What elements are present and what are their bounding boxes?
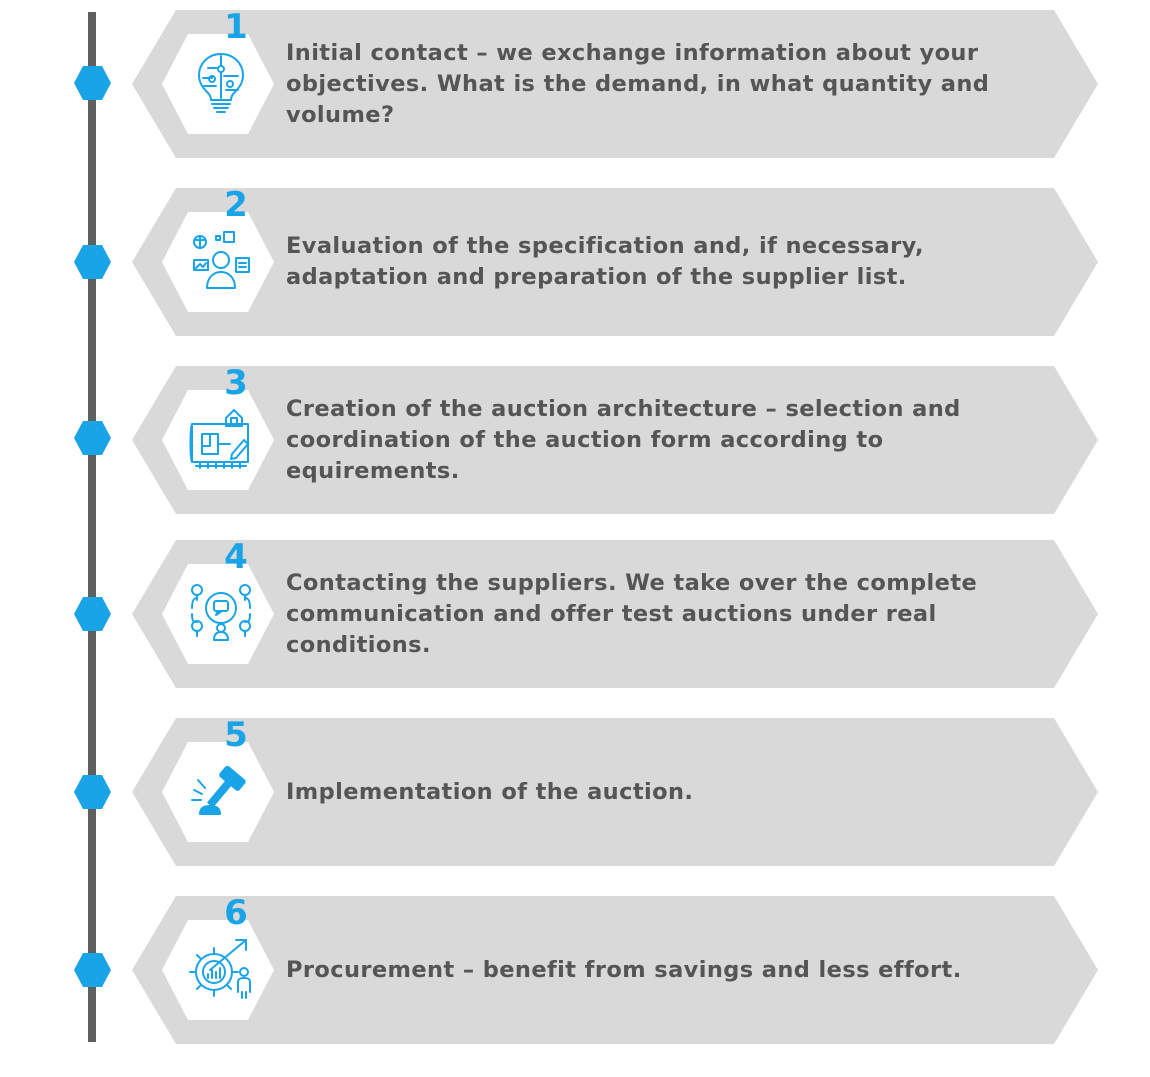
timeline-node-1 <box>74 66 111 100</box>
step-description: Evaluation of the specification and, if … <box>286 233 924 290</box>
gear-growth-icon <box>189 939 251 999</box>
step-number: 1 <box>224 7 248 47</box>
step-panel <box>132 10 1098 158</box>
step-number: 5 <box>224 715 248 755</box>
person-ideas-icon <box>193 231 250 289</box>
timeline-line <box>88 12 96 1042</box>
icon-hexagon <box>162 34 274 134</box>
timeline-node-4 <box>74 597 111 631</box>
timeline-node-6 <box>74 953 111 987</box>
step-panel <box>132 540 1098 688</box>
step-panel <box>132 366 1098 514</box>
step-1: 1 Initial contact – we exchange informat… <box>132 7 1098 158</box>
step-number: 2 <box>224 185 248 225</box>
step-number: 3 <box>224 363 248 403</box>
step-3: 3 Creation of the auction architecture –… <box>132 363 1098 514</box>
timeline-node-3 <box>74 421 111 455</box>
icon-hexagon <box>162 212 274 312</box>
step-description: Initial contact – we exchange informatio… <box>286 39 990 128</box>
step-2: 2 Evaluation of the specification and, i… <box>132 185 1098 336</box>
step-4: 4 Contacting the suppliers. We take over… <box>132 537 1098 688</box>
lightbulb-puzzle-icon <box>198 53 244 113</box>
step-panel <box>132 188 1098 336</box>
step-description: Procurement – benefit from savings and l… <box>286 956 962 983</box>
timeline-node-5 <box>74 775 111 809</box>
step-number: 6 <box>224 893 248 933</box>
blueprint-icon <box>189 409 249 469</box>
auction-gavel-icon <box>191 765 246 815</box>
step-5: 5 Implementation of the auction. <box>132 715 1098 866</box>
timeline-node-2 <box>74 245 111 279</box>
step-description: Contacting the suppliers. We take over t… <box>286 569 978 658</box>
step-6: 6 Procurement – benefit from savings and… <box>132 893 1098 1044</box>
step-description: Creation of the auction architecture – s… <box>286 395 961 484</box>
step-panel <box>132 896 1098 1044</box>
step-description: Implementation of the auction. <box>286 778 694 805</box>
network-communication-icon <box>191 584 251 641</box>
step-panel <box>132 718 1098 866</box>
step-number: 4 <box>224 537 248 577</box>
